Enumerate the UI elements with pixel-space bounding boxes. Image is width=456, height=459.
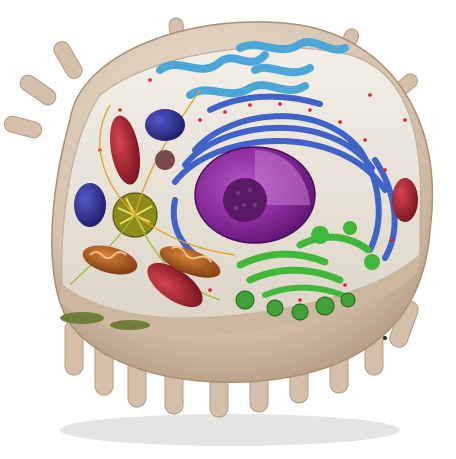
- membrane-pore: [383, 336, 387, 340]
- ground-shadow: [60, 414, 400, 446]
- smooth-endoplasmic-reticulum: [156, 38, 349, 99]
- mitochondria: [60, 245, 221, 330]
- nucleus: [194, 146, 316, 244]
- vacuoles: [109, 115, 418, 308]
- nucleolus: [223, 178, 267, 222]
- golgi-apparatus: [236, 221, 380, 299]
- lysosomes: [74, 109, 185, 227]
- vesicles: [235, 290, 356, 321]
- cytoskeleton-filaments: [69, 89, 236, 301]
